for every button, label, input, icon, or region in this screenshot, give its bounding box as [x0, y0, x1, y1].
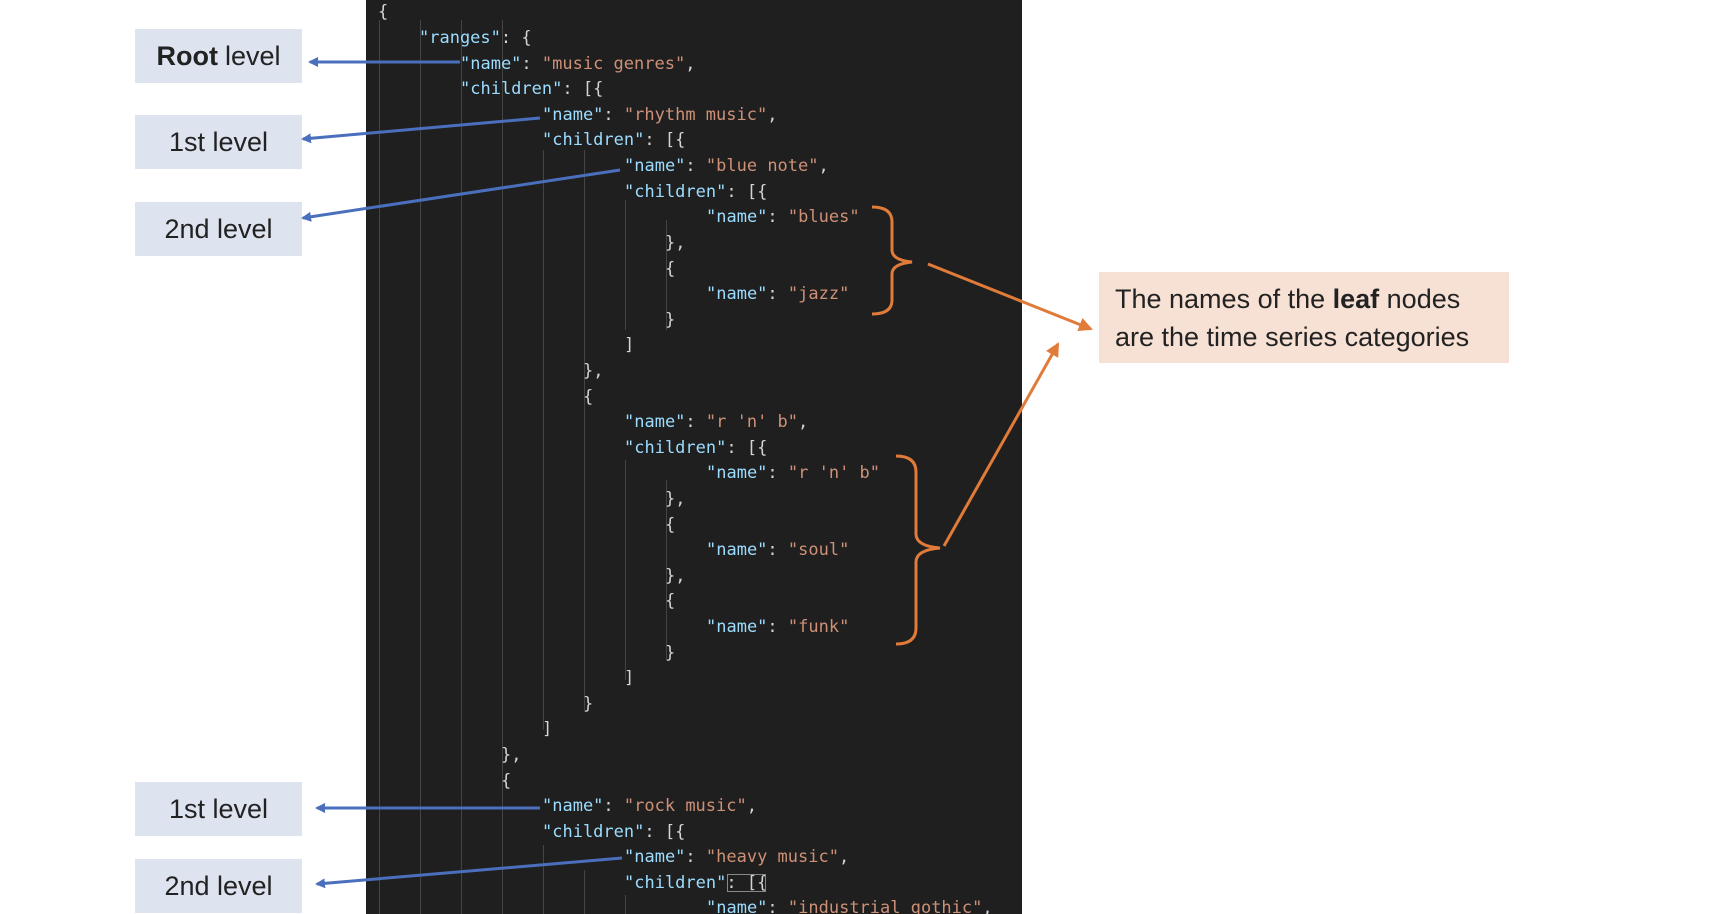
note-text: nodes	[1379, 284, 1461, 314]
label-root-level: Root level	[135, 29, 302, 83]
note-line-2: are the time series categories	[1115, 322, 1470, 352]
code-line: },	[583, 361, 604, 381]
code-line: "name": "funk"	[706, 617, 850, 637]
code-line: "name": "r 'n' b",	[624, 412, 809, 432]
note-bold-text: leaf	[1332, 284, 1380, 314]
code-line: "children": [{	[542, 822, 686, 842]
indent-guide	[379, 20, 380, 914]
indent-guide	[420, 20, 421, 914]
indent-guide	[584, 870, 585, 914]
code-line: "name": "jazz"	[706, 284, 850, 304]
code-line: "name": "industrial gothic",	[706, 898, 993, 914]
indent-guide	[666, 480, 667, 660]
code-line: },	[501, 745, 522, 765]
note-text: The names of the	[1115, 284, 1333, 314]
label-root-rest: level	[224, 40, 281, 71]
code-line: "name": "blue note",	[624, 156, 829, 176]
code-line: }	[583, 694, 594, 714]
note-line-1: The names of the leaf nodes	[1115, 280, 1493, 318]
code-line: {	[378, 2, 389, 22]
code-line: "name": "heavy music",	[624, 847, 850, 867]
indent-guide	[461, 20, 462, 914]
code-line: {	[583, 387, 594, 407]
code-line: "name": "soul"	[706, 540, 850, 560]
code-line: }	[665, 310, 676, 330]
code-line: "name": "r 'n' b"	[706, 463, 881, 483]
code-line: },	[665, 566, 686, 586]
code-line: {	[665, 591, 676, 611]
code-line: {	[501, 771, 512, 791]
indent-guide	[666, 220, 667, 330]
code-line: },	[665, 233, 686, 253]
indent-guide	[502, 20, 503, 914]
code-line: "children": [{	[542, 130, 686, 150]
label-first-level: 1st level	[135, 782, 302, 836]
indent-guide	[543, 845, 544, 914]
code-line: },	[665, 489, 686, 509]
code-line: ]	[624, 668, 635, 688]
label-first-level: 1st level	[135, 115, 302, 169]
indent-guide	[543, 150, 544, 730]
indent-guide	[625, 460, 626, 680]
code-line: ]	[624, 335, 635, 355]
code-line: "name": "rock music",	[542, 796, 757, 816]
code-line: }	[665, 643, 676, 663]
indent-guide	[625, 895, 626, 914]
code-line: "children": [{	[624, 182, 768, 202]
label-root-bold: Root	[156, 40, 218, 71]
code-line: "children": [{	[460, 79, 604, 99]
indent-guide	[584, 150, 585, 710]
code-line: "children": [{	[624, 438, 768, 458]
code-line: {	[665, 515, 676, 535]
code-line: "ranges": {	[419, 28, 532, 48]
code-line: ]	[542, 719, 553, 739]
code-line: "name": "blues"	[706, 207, 860, 227]
code-line: "name": "rhythm music",	[542, 105, 778, 125]
code-line: {	[665, 259, 676, 279]
code-line: "name": "music genres",	[460, 54, 696, 74]
label-second-level: 2nd level	[135, 859, 302, 913]
leaf-nodes-note: The names of the leaf nodes are the time…	[1099, 272, 1509, 363]
indent-guide	[625, 200, 626, 330]
label-second-level: 2nd level	[135, 202, 302, 256]
code-editor-panel: { "ranges": { "name": "music genres", "c…	[366, 0, 1022, 914]
code-line: "children": [{	[624, 873, 768, 893]
